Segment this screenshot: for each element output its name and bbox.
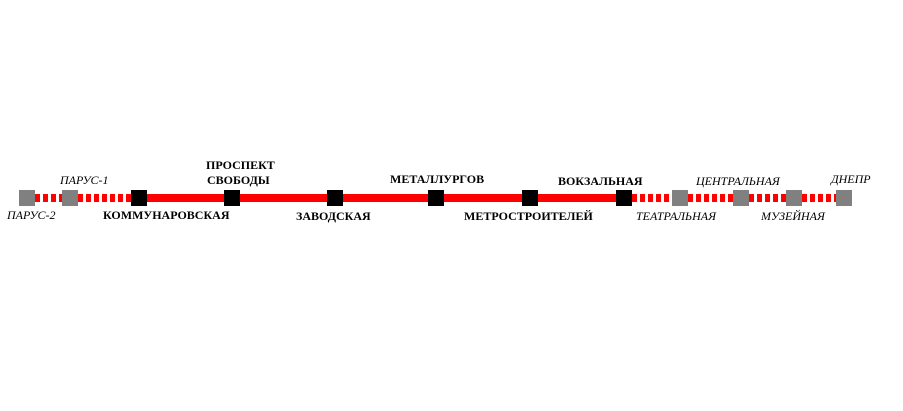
station-label-teatralnaya: ТЕАТРАЛЬНАЯ <box>636 209 717 223</box>
station-label-muzeynaya: МУЗЕЙНАЯ <box>761 209 825 223</box>
station-label-metallurgov: МЕТАЛЛУРГОВ <box>390 172 485 186</box>
segment-parus1-kommunarovskaya <box>78 194 131 202</box>
station-marker-dnepr <box>836 190 852 206</box>
station-label-parus-2: ПАРУС-2 <box>7 208 56 222</box>
segment-vokzalnaya-teatralnaya <box>632 194 672 202</box>
station-label-zavodskaya: ЗАВОДСКАЯ <box>296 209 371 223</box>
station-marker-metallurgov <box>428 190 444 206</box>
station-marker-kommunarovskaya <box>131 190 147 206</box>
station-marker-muzeynaya <box>786 190 802 206</box>
segment-tsentralnaya-muzeynaya <box>749 194 786 202</box>
station-label-tsentralnaya: ЦЕНТРАЛЬНАЯ <box>696 174 780 188</box>
station-marker-parus-2 <box>19 190 35 206</box>
station-label-prospekt-svobody-line2: СВОБОДЫ <box>207 173 270 187</box>
station-label-kommunarovskaya: КОММУНАРОВСКАЯ <box>103 208 230 222</box>
segment-kommunarovskaya-vokzalnaya <box>147 194 616 202</box>
station-label-dnepr: ДНЕПР <box>831 172 871 186</box>
station-marker-tsentralnaya <box>733 190 749 206</box>
segment-parus2-parus1 <box>35 194 62 202</box>
station-marker-vokzalnaya <box>616 190 632 206</box>
segment-muzeynaya-dnepr <box>802 194 836 202</box>
segment-teatralnaya-tsentralnaya <box>688 194 733 202</box>
station-marker-prospekt-svobody <box>224 190 240 206</box>
station-label-parus-1: ПАРУС-1 <box>60 173 109 187</box>
station-label-vokzalnaya: ВОКЗАЛЬНАЯ <box>558 174 643 188</box>
station-marker-zavodskaya <box>327 190 343 206</box>
station-marker-teatralnaya <box>672 190 688 206</box>
station-label-metrostroiteley: МЕТРОСТРОИТЕЛЕЙ <box>464 209 593 223</box>
station-marker-metrostroiteley <box>522 190 538 206</box>
station-marker-parus-1 <box>62 190 78 206</box>
station-label-prospekt-svobody-line1: ПРОСПЕКТ <box>206 158 275 172</box>
